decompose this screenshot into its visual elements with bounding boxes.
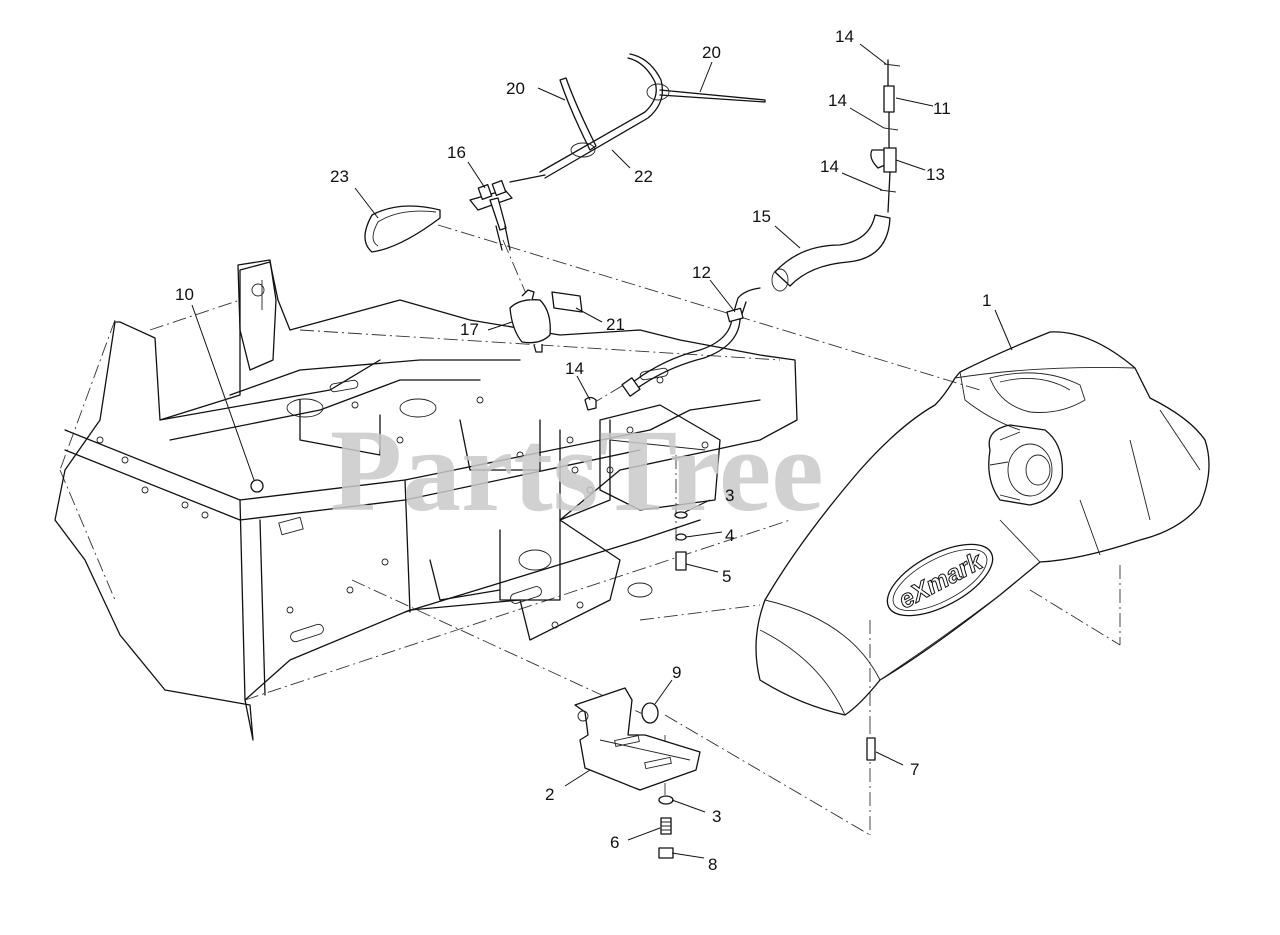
callout-5: 5: [722, 567, 731, 586]
fuel-tank: eXmark: [755, 331, 1210, 716]
callout-3-lower: 3: [712, 807, 721, 826]
callout-15: 15: [752, 207, 771, 226]
chassis-frame: [54, 259, 798, 741]
callout-10: 10: [175, 285, 194, 304]
callout-8: 8: [708, 855, 717, 874]
callout-14-middle: 14: [828, 91, 847, 110]
callout-23: 23: [330, 167, 349, 186]
callout-22: 22: [634, 167, 653, 186]
callout-3-upper: 3: [725, 486, 734, 505]
callout-14-lower: 14: [820, 157, 839, 176]
fuel-cap: [988, 424, 1064, 506]
callout-21: 21: [606, 315, 625, 334]
callout-20-left: 20: [506, 79, 525, 98]
callout-6: 6: [610, 833, 619, 852]
callout-14-top: 14: [835, 27, 854, 46]
callout-11: 11: [933, 99, 951, 118]
callout-2: 2: [545, 785, 554, 804]
callout-20-right: 20: [702, 43, 721, 62]
callout-14-clamp: 14: [565, 359, 584, 378]
callout-12: 12: [692, 263, 711, 282]
callout-16: 16: [447, 143, 466, 162]
callout-17: 17: [460, 320, 479, 339]
callouts: 1 2 3 3 4 5 6 7 8 9 10 11 12 13 14 14 14…: [175, 27, 991, 874]
callout-4: 4: [725, 526, 734, 545]
exmark-logo: eXmark: [886, 543, 994, 617]
callout-1: 1: [982, 291, 991, 310]
callout-9: 9: [672, 663, 681, 682]
watermark-text: PartsTree: [330, 405, 824, 536]
fuel-hoses: [250, 53, 901, 859]
callout-7: 7: [910, 760, 919, 779]
leader-lines: [191, 43, 1013, 859]
callout-13: 13: [926, 165, 945, 184]
